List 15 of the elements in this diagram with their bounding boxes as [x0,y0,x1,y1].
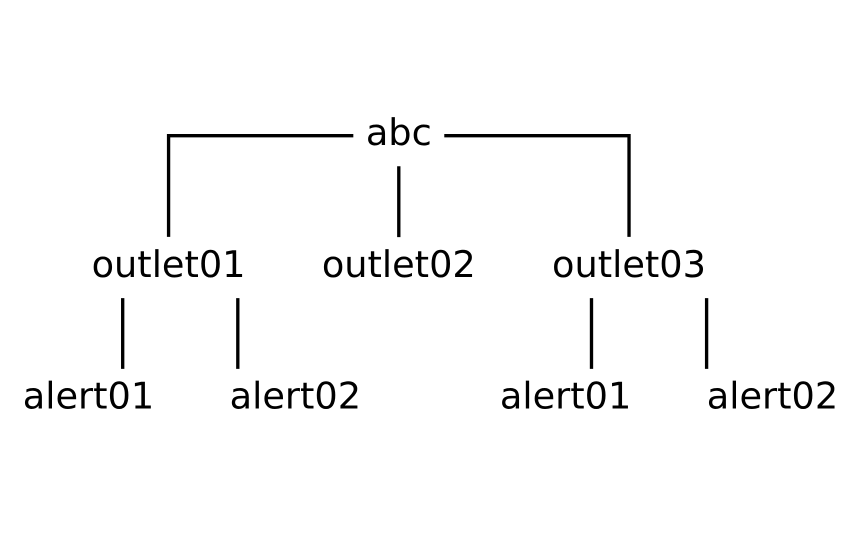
connector [397,166,400,237]
connector [444,134,631,236]
connector [121,298,124,368]
node-text: outlet03 [552,242,706,286]
node-text: alert02 [230,374,362,418]
connector [166,134,354,236]
node-text: abc [366,110,432,154]
node-text: outlet01 [92,242,246,286]
node-text: alert01 [500,374,632,418]
connector [590,298,594,368]
connector [704,298,708,368]
node-text: alert01 [22,374,154,418]
node-text: alert02 [706,374,838,418]
node-text: outlet02 [322,242,476,286]
connector [236,298,240,368]
